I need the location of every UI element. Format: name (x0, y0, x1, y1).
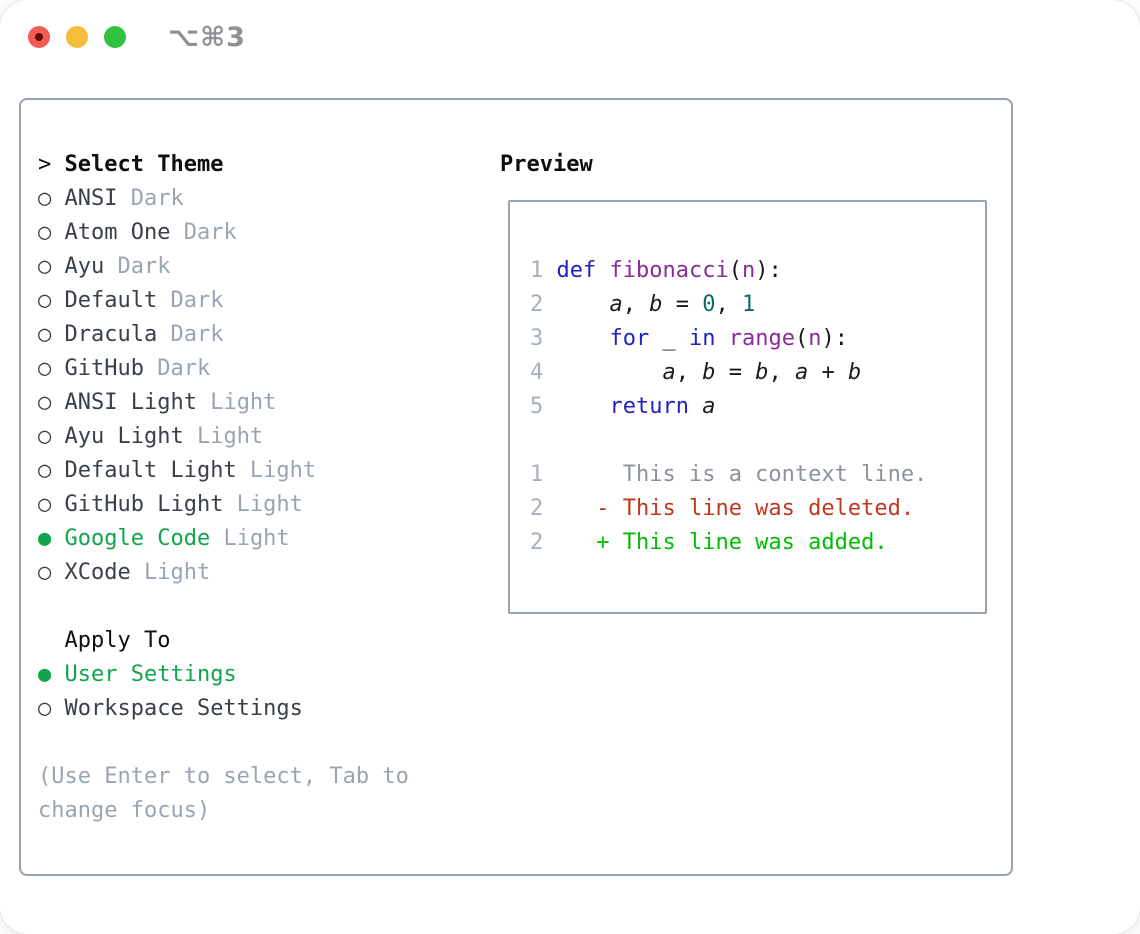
theme-variant: Dark (104, 254, 171, 279)
code-line: 4 a, b = b, a + b (530, 360, 862, 385)
help-line: change focus) (38, 798, 211, 823)
help-text: (Use Enter to select, Tab to change focus… (38, 760, 409, 828)
diff-preview: 1 This is a context line.2 - This line w… (530, 458, 965, 560)
radio-icon: ○ (38, 288, 52, 313)
theme-name: Ayu (51, 254, 105, 279)
section-gap (38, 726, 409, 760)
diff-text: This is a context line. (622, 462, 928, 487)
theme-option-atom-one[interactable]: ○ Atom One Dark (38, 216, 409, 250)
theme-option-ansi[interactable]: ○ ANSI Dark (38, 182, 409, 216)
theme-option-default[interactable]: ○ Default Dark (38, 284, 409, 318)
line-number: 2 (530, 530, 544, 555)
radio-icon: ○ (38, 424, 52, 449)
diff-line-added: 2 + This line was added. (530, 526, 965, 560)
line-number: 2 (530, 496, 544, 521)
line-number: 1 (530, 462, 544, 487)
line-number: 3 (530, 326, 544, 351)
radio-icon: ○ (38, 186, 52, 211)
theme-option-github[interactable]: ○ GitHub Dark (38, 352, 409, 386)
theme-option-google-code[interactable]: ● Google Code Light (38, 522, 409, 556)
theme-variant: Dark (157, 288, 224, 313)
radio-selected-icon: ● (38, 526, 52, 551)
theme-option-ayu-light[interactable]: ○ Ayu Light Light (38, 420, 409, 454)
theme-name: Dracula (51, 322, 158, 347)
theme-option-github-light[interactable]: ○ GitHub Light Light (38, 488, 409, 522)
option-name: User Settings (51, 662, 237, 687)
theme-option-ayu[interactable]: ○ Ayu Dark (38, 250, 409, 284)
theme-variant: Light (236, 458, 317, 483)
theme-variant: Light (183, 424, 264, 449)
theme-variant: Dark (157, 322, 224, 347)
preview-gap (530, 424, 965, 458)
apply-to-list: ● User Settings○ Workspace Settings (38, 658, 409, 726)
diff-marker (543, 462, 622, 487)
line-number: 1 (530, 258, 544, 283)
radio-icon: ○ (38, 560, 52, 585)
code-line: 2 a, b = 0, 1 (530, 292, 756, 317)
theme-name: XCode (51, 560, 131, 585)
diff-marker: + (543, 530, 623, 555)
close-button[interactable] (28, 26, 50, 48)
preview-title: Preview (500, 152, 593, 177)
radio-icon: ○ (38, 254, 52, 279)
select-theme-title: Select Theme (64, 152, 224, 177)
theme-selector: > Select Theme ○ ANSI Dark○ Atom One Dar… (38, 148, 409, 828)
theme-variant: Dark (170, 220, 237, 245)
theme-variant: Light (196, 390, 277, 415)
theme-variant: Dark (117, 186, 184, 211)
zoom-button[interactable] (104, 26, 126, 48)
theme-name: Google Code (51, 526, 211, 551)
theme-name: GitHub (51, 356, 144, 381)
theme-list: ○ ANSI Dark○ Atom One Dark○ Ayu Dark○ De… (38, 182, 409, 590)
line-number: 4 (530, 360, 544, 385)
apply-option-workspace-settings[interactable]: ○ Workspace Settings (38, 692, 409, 726)
line-number: 5 (530, 394, 544, 419)
option-name: Workspace Settings (51, 696, 303, 721)
theme-variant: Light (223, 492, 303, 517)
radio-icon: ○ (38, 696, 52, 721)
select-theme-header: > Select Theme (38, 148, 409, 182)
code-line: 3 for _ in range(n): (530, 326, 848, 351)
apply-option-user-settings[interactable]: ● User Settings (38, 658, 409, 692)
theme-option-xcode[interactable]: ○ XCode Light (38, 556, 409, 590)
theme-name: Ayu Light (51, 424, 184, 449)
minimize-button[interactable] (66, 26, 88, 48)
theme-option-ansi-light[interactable]: ○ ANSI Light Light (38, 386, 409, 420)
diff-line-context: 1 This is a context line. (530, 458, 965, 492)
code-line: 5 return a (530, 394, 716, 419)
theme-name: Default Light (51, 458, 237, 483)
theme-variant: Dark (143, 356, 211, 381)
prompt-icon: > (38, 152, 52, 177)
help-line: (Use Enter to select, Tab to (38, 764, 409, 789)
radio-selected-icon: ● (38, 662, 52, 687)
theme-name: Atom One (51, 220, 171, 245)
radio-icon: ○ (38, 390, 52, 415)
diff-text: This line was deleted. (622, 496, 915, 521)
theme-option-default-light[interactable]: ○ Default Light Light (38, 454, 409, 488)
theme-variant: Light (210, 526, 290, 551)
radio-icon: ○ (38, 492, 52, 517)
theme-name: ANSI (51, 186, 118, 211)
apply-to-label: Apply To (64, 628, 171, 653)
diff-marker: - (543, 496, 623, 521)
line-number: 2 (530, 292, 544, 317)
theme-name: Default (51, 288, 158, 313)
diff-line-deleted: 2 - This line was deleted. (530, 492, 965, 526)
window-shortcut-label: ⌥⌘3 (168, 22, 246, 53)
radio-icon: ○ (38, 220, 52, 245)
theme-variant: Light (130, 560, 211, 585)
theme-name: ANSI Light (51, 390, 197, 415)
diff-text: This line was added. (622, 530, 888, 555)
theme-option-dracula[interactable]: ○ Dracula Dark (38, 318, 409, 352)
radio-icon: ○ (38, 356, 52, 381)
section-gap (38, 590, 409, 624)
theme-name: GitHub Light (51, 492, 224, 517)
window-titlebar: ⌥⌘3 (0, 0, 1140, 74)
radio-icon: ○ (38, 322, 52, 347)
radio-icon: ○ (38, 458, 52, 483)
